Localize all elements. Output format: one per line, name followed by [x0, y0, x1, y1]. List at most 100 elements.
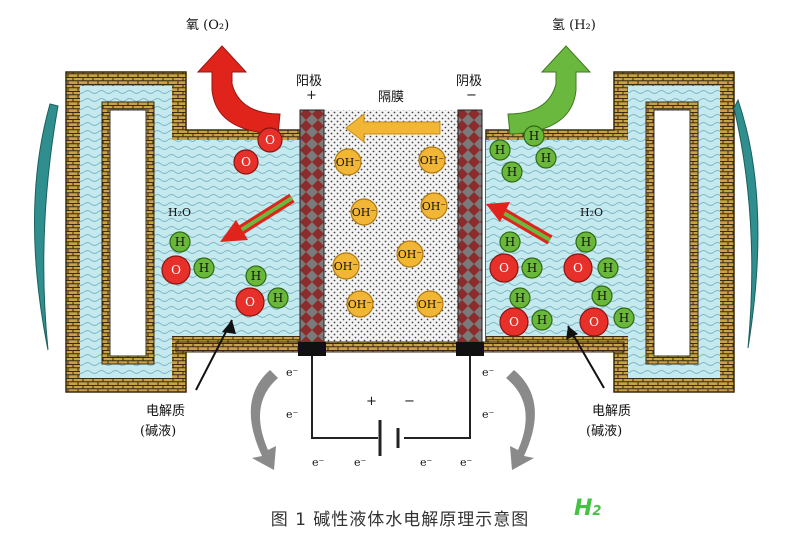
svg-text:H: H	[581, 235, 591, 249]
left-electron-arrow	[250, 370, 278, 470]
hydrogen-atom: H	[531, 309, 553, 331]
svg-text:H: H	[515, 291, 525, 305]
svg-text:H: H	[505, 235, 515, 249]
right-electron-arrow	[506, 370, 535, 470]
hydroxide-ion: OH⁻	[346, 290, 374, 318]
electron-label: e⁻	[354, 456, 367, 469]
oxygen-atom: O	[161, 255, 191, 285]
electron-label: e⁻	[482, 408, 495, 421]
electron-label: e⁻	[482, 366, 495, 379]
svg-text:H: H	[541, 151, 551, 165]
membrane	[322, 110, 460, 350]
electron-label: e⁻	[460, 456, 473, 469]
right-pointer-arrow	[567, 325, 605, 389]
hydrogen-atom: H	[193, 257, 215, 279]
svg-text:H: H	[597, 289, 607, 303]
svg-text:O: O	[265, 133, 275, 147]
svg-text:H: H	[273, 291, 283, 305]
cathode-electrode	[457, 109, 483, 351]
oxygen-out-arrow	[196, 45, 281, 135]
oxygen-atom: O	[579, 307, 609, 337]
left-circulation-arrow	[34, 103, 59, 351]
hydrogen-atom: H	[535, 147, 557, 169]
svg-text:H: H	[495, 143, 505, 157]
hydroxide-flow-arrow	[345, 112, 441, 144]
hydrogen-atom: H	[499, 231, 521, 253]
hydroxide-ion: OH⁻	[396, 240, 424, 268]
svg-text:OH⁻: OH⁻	[336, 156, 361, 169]
electron-label: e⁻	[286, 366, 299, 379]
oxygen-atom: O	[563, 253, 593, 283]
hydroxide-ion: OH⁻	[334, 148, 362, 176]
svg-text:OH⁻: OH⁻	[348, 298, 373, 311]
electrolyte-sub-right: (碱液)	[586, 424, 623, 439]
hydrogen-atom: H	[591, 285, 613, 307]
hydrogen-label: 氢 (H₂)	[552, 18, 596, 33]
oxygen-atom: O	[257, 127, 283, 153]
oxygen-atom: O	[235, 287, 265, 317]
electron-label: e⁻	[286, 408, 299, 421]
svg-text:O: O	[499, 261, 509, 275]
svg-text:OH⁻: OH⁻	[334, 260, 359, 273]
svg-text:O: O	[509, 315, 519, 329]
hydrogen-atom: H	[523, 125, 545, 147]
figure-caption: 图 1 碱性液体水电解原理示意图	[270, 510, 530, 530]
svg-text:H: H	[175, 235, 185, 249]
svg-text:H: H	[507, 165, 517, 179]
svg-text:O: O	[589, 315, 599, 329]
oxygen-atom: O	[233, 149, 259, 175]
left-reaction-arrow	[220, 193, 295, 242]
hydrogen-out-arrow	[507, 45, 592, 135]
electrolyte-label-left: 电解质	[146, 404, 186, 419]
electron-label: e⁻	[420, 456, 433, 469]
hydroxide-ion: OH⁻	[418, 146, 446, 174]
hydrogen-atom: H	[509, 287, 531, 309]
svg-text:H: H	[603, 261, 613, 275]
hydrogen-atom: H	[267, 287, 289, 309]
hydrogen-atom: H	[613, 307, 635, 329]
anode-label: 阳极	[296, 74, 323, 89]
anode-electrode	[299, 109, 325, 351]
svg-text:OH⁻: OH⁻	[418, 298, 443, 311]
hydroxide-ion: OH⁻	[416, 290, 444, 318]
hydroxide-ion: OH⁻	[332, 252, 360, 280]
battery-minus: −	[404, 394, 415, 409]
oxygen-atom: O	[489, 253, 519, 283]
cathode-label: 阴极	[456, 74, 483, 89]
electrolyte-label-right: 电解质	[592, 404, 632, 419]
hydrogen-atom: H	[489, 139, 511, 161]
battery-plus: +	[366, 394, 377, 409]
hydrogen-atom: H	[501, 161, 523, 183]
right-reaction-arrow	[486, 202, 553, 245]
watermark-logo: H2	[574, 496, 602, 521]
hydrogen-atom: H	[575, 231, 597, 253]
right-circulation-arrow	[733, 98, 759, 349]
svg-text:H: H	[529, 129, 539, 143]
svg-text:OH⁻: OH⁻	[422, 200, 447, 213]
svg-text:O: O	[573, 261, 583, 275]
svg-text:O: O	[171, 263, 181, 277]
anode-sign: +	[306, 88, 317, 103]
oxygen-atom: O	[499, 307, 529, 337]
svg-text:H: H	[537, 313, 547, 327]
svg-text:OH⁻: OH⁻	[352, 206, 377, 219]
hydroxide-ion: OH⁻	[350, 198, 378, 226]
svg-text:O: O	[245, 295, 255, 309]
svg-text:O: O	[241, 155, 251, 169]
hydrogen-atom: H	[521, 257, 543, 279]
electron-label: e⁻	[312, 456, 325, 469]
electrolyte-sub-left: (碱液)	[140, 424, 177, 439]
hydrogen-atom: H	[169, 231, 191, 253]
svg-text:H: H	[619, 311, 629, 325]
hydroxide-ion: OH⁻	[420, 192, 448, 220]
oxygen-label: 氧 (O₂)	[186, 18, 230, 33]
svg-text:OH⁻: OH⁻	[398, 248, 423, 261]
svg-text:OH⁻: OH⁻	[420, 154, 445, 167]
cathode-sign: −	[466, 88, 477, 103]
water-label-right: H₂O	[580, 206, 604, 219]
anode-terminal	[298, 342, 326, 356]
bottom-wall	[175, 341, 625, 353]
hydrogen-atom: H	[245, 265, 267, 287]
